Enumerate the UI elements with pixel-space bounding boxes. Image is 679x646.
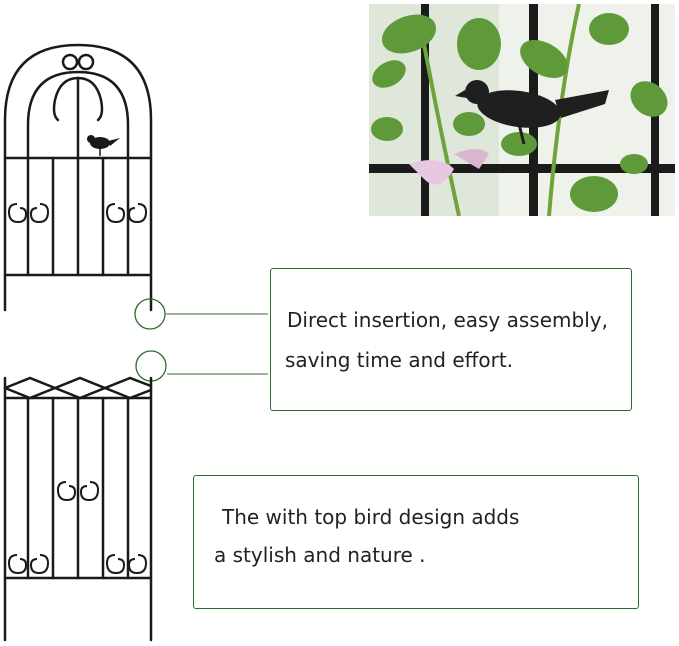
bird-design-callout: The with top bird design adds a stylish … (193, 475, 639, 609)
bird-design-callout-line-1: The with top bird design adds (222, 505, 520, 529)
ring-icon (134, 298, 166, 330)
bird-design-callout-line-2: a stylish and nature . (214, 543, 426, 567)
bird-closeup-photo (369, 4, 675, 216)
bird-icon (87, 135, 120, 156)
scroll-icon (7, 203, 148, 224)
assembly-callout-line-1: Direct insertion, easy assembly, (287, 308, 608, 332)
scroll-icon (7, 481, 148, 575)
assembly-callout-line-2: saving time and effort. (285, 348, 514, 372)
assembly-callout: Direct insertion, easy assembly, saving … (270, 268, 632, 411)
